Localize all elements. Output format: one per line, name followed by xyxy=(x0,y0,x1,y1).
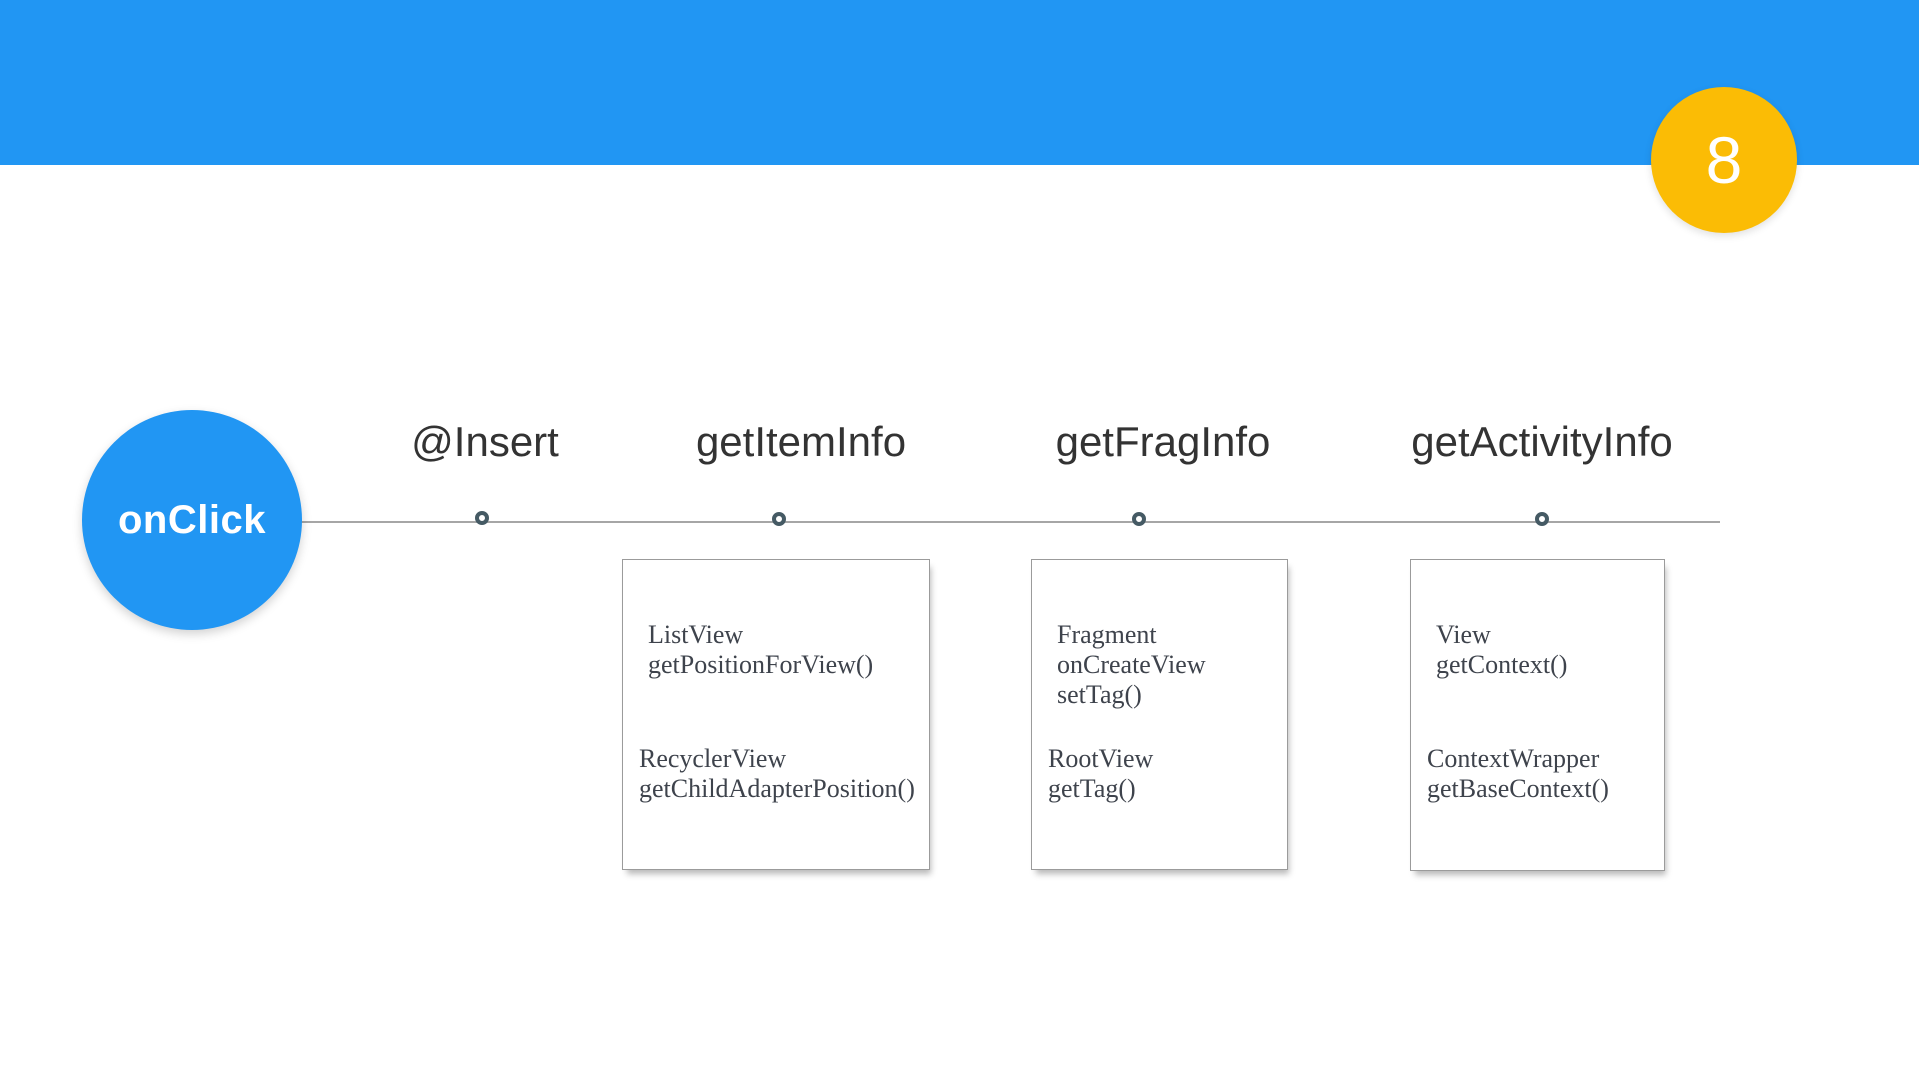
info-card-getfraginfo: Fragment onCreateView setTag() RootView … xyxy=(1031,559,1288,870)
timeline-node-insert xyxy=(475,511,489,525)
info-card-getactivityinfo: View getContext() ContextWrapper getBase… xyxy=(1410,559,1665,871)
card-line: Fragment xyxy=(1057,620,1157,649)
timeline-node-getfraginfo xyxy=(1132,512,1146,526)
milestone-label-getiteminfo: getItemInfo xyxy=(695,418,907,465)
card-line: ContextWrapper xyxy=(1427,744,1600,773)
card-text-group: Fragment onCreateView setTag() xyxy=(1057,620,1206,710)
card-line: onCreateView xyxy=(1057,650,1206,679)
page-number: 8 xyxy=(1705,123,1743,197)
info-card-getiteminfo: ListView getPositionForView() RecyclerVi… xyxy=(622,559,930,870)
header-bar xyxy=(0,0,1919,165)
timeline-line xyxy=(250,521,1720,523)
card-line: ListView xyxy=(648,620,744,649)
card-line: getTag() xyxy=(1048,774,1136,803)
timeline-node-getiteminfo xyxy=(772,512,786,526)
card-line: RootView xyxy=(1048,744,1154,773)
milestone-label-insert: @Insert xyxy=(411,418,559,465)
page-number-badge: 8 xyxy=(1651,87,1797,233)
milestone-label-getactivityinfo: getActivityInfo xyxy=(1411,418,1673,465)
card-text-group: View getContext() xyxy=(1436,620,1567,680)
card-text-group: ContextWrapper getBaseContext() xyxy=(1427,744,1609,804)
card-line: RecyclerView xyxy=(639,744,787,773)
card-line: setTag() xyxy=(1057,680,1142,709)
start-node-onclick: onClick xyxy=(82,410,302,630)
start-node-label: onClick xyxy=(118,497,266,542)
card-line: getPositionForView() xyxy=(648,650,874,679)
card-text-group: ListView getPositionForView() xyxy=(648,620,873,680)
card-text-group: RootView getTag() xyxy=(1048,744,1153,804)
timeline-node-getactivityinfo xyxy=(1535,512,1549,526)
card-text-group: RecyclerView getChildAdapterPosition() xyxy=(639,744,915,804)
card-line: getContext() xyxy=(1436,650,1568,679)
milestone-label-getfraginfo: getFragInfo xyxy=(1055,418,1271,465)
card-line: getChildAdapterPosition() xyxy=(639,774,915,803)
card-line: View xyxy=(1436,620,1491,649)
card-line: getBaseContext() xyxy=(1427,774,1609,803)
